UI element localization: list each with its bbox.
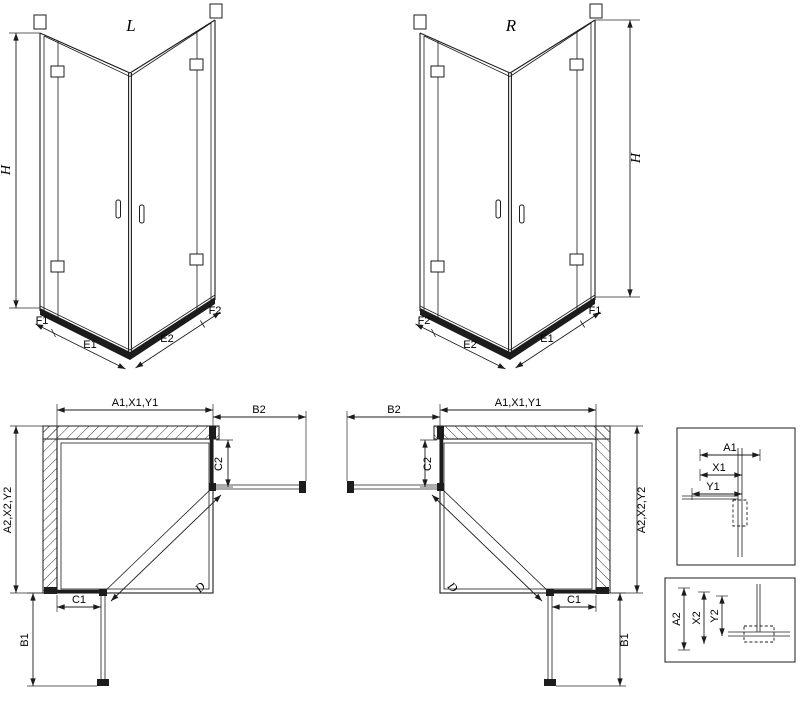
dim-label-x2-detail: X2	[691, 611, 703, 624]
dim-label-y2-detail: Y2	[709, 609, 721, 622]
dim-label-b1-right: B1	[619, 633, 631, 646]
variant-label-left: L	[125, 16, 135, 35]
dim-label-h-right: H	[629, 152, 644, 164]
dim-label-e2-r: E2	[463, 339, 476, 351]
profile-section-vertical	[682, 448, 748, 557]
dim-label-c2-left: C2	[213, 457, 225, 471]
variant-label-right: R	[505, 16, 517, 35]
dim-label-f1-r: F1	[589, 305, 602, 317]
detail-view-top: A1 X1 Y1	[676, 427, 796, 566]
dim-label-f2-r: F2	[418, 315, 431, 327]
dim-label-b2-left: B2	[252, 404, 265, 416]
profile-section-horizontal	[728, 584, 790, 643]
dim-label-y1-detail: Y1	[706, 481, 719, 493]
dim-label-c2-right: C2	[422, 457, 434, 471]
dim-label-a2-detail: A2	[671, 612, 683, 625]
dim-label-a1x1y1-left: A1,X1,Y1	[112, 397, 158, 409]
dim-label-a1x1y1-right: A1,X1,Y1	[495, 397, 541, 409]
detail-frame-bottom	[664, 577, 796, 663]
plan-view-right: A1,X1,Y1 B2 C2 A2,X2,Y2 C1 B1 D	[347, 397, 648, 686]
dim-label-e1: E1	[83, 339, 96, 351]
dim-label-e1-r: E1	[540, 333, 553, 345]
dim-label-x1-detail: X1	[712, 462, 725, 474]
dim-label-c1-left: C1	[72, 594, 86, 606]
front-view-right: R H F2 E2 E1 F1	[414, 4, 644, 369]
height-dimension-right	[595, 19, 640, 298]
dim-label-a1-detail: A1	[723, 442, 736, 454]
detail-bottom-dimension-lines	[678, 587, 728, 651]
dim-label-f2: F2	[209, 305, 222, 317]
dim-label-a2x2y2-right: A2,X2,Y2	[636, 487, 648, 533]
dim-label-e2: E2	[160, 333, 173, 345]
dim-label-a2x2y2-left: A2,X2,Y2	[2, 487, 14, 533]
dim-label-h-left: H	[0, 164, 14, 176]
height-dimension-left	[9, 32, 40, 309]
dim-label-f1: F1	[36, 315, 49, 327]
front-view-left: L H F1 E1 E2 F2	[0, 4, 222, 369]
dim-label-b2-right: B2	[387, 404, 400, 416]
detail-view-bottom: A2 X2 Y2	[664, 577, 796, 663]
dim-label-c1-right: C1	[567, 594, 581, 606]
dim-label-b1-left: B1	[19, 633, 31, 646]
detail-top-dimension-lines	[691, 449, 761, 500]
